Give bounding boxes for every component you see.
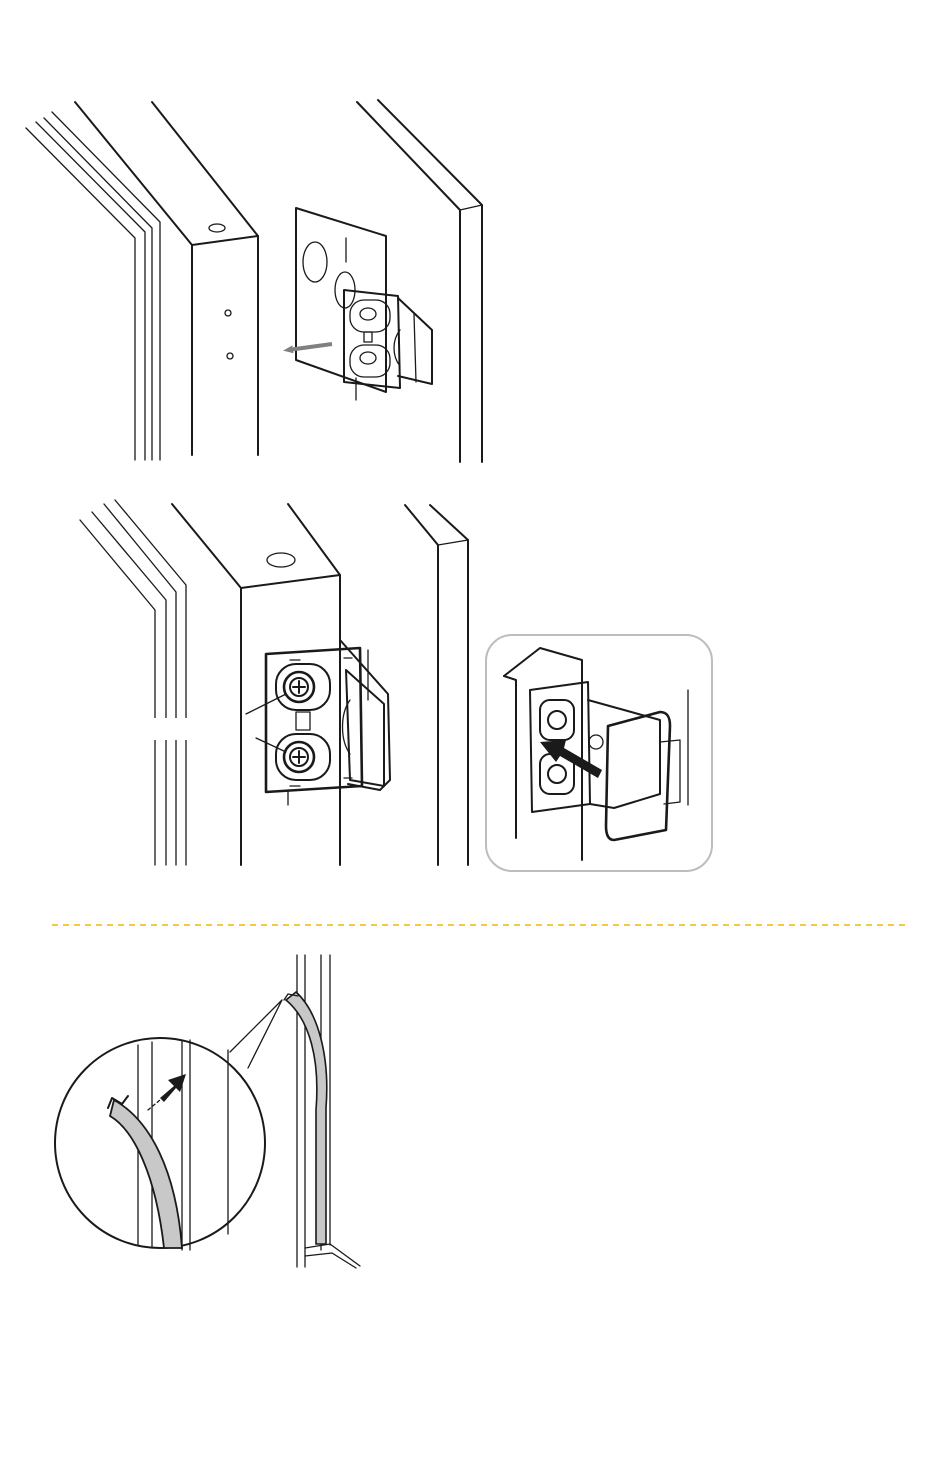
figure-3-hinge-cover-detail (486, 635, 712, 871)
hinge-bracket (266, 640, 390, 805)
cabinet-frame-left (26, 112, 160, 460)
cabinet-side-right (357, 100, 482, 462)
figure-4-door-gasket-install (55, 955, 360, 1268)
callout-frame (486, 635, 712, 871)
door-panel (75, 102, 258, 455)
frame-break (150, 718, 200, 740)
figure-2-hinge-bracket-mounted (80, 500, 468, 865)
screw-icon (284, 742, 314, 772)
hinge-bracket (344, 290, 432, 388)
arrow-left-icon (288, 344, 332, 350)
magnifier-callout-icon (55, 1000, 282, 1250)
screw-icon (284, 672, 314, 702)
door-profile (297, 955, 360, 1268)
cabinet-side-right (405, 505, 468, 865)
figure-1-hinge-bracket-alignment (26, 100, 482, 462)
mounting-template (296, 208, 386, 400)
cabinet-frame-left (80, 500, 186, 865)
